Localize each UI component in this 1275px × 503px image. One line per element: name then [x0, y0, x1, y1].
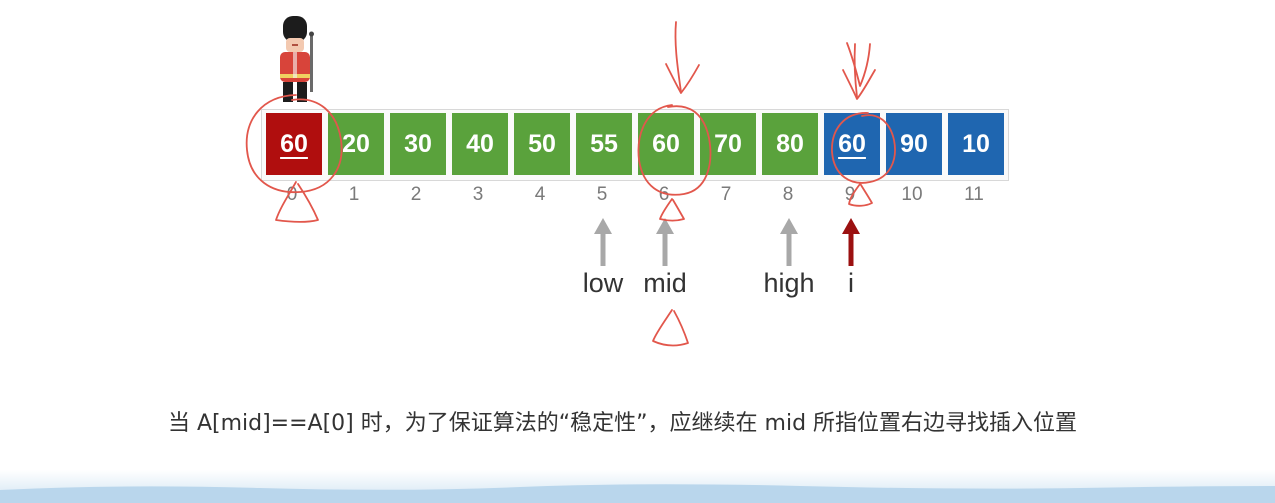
pointer-arrow-i: [842, 218, 860, 266]
array-cell-9: 60: [824, 113, 880, 175]
index-label-9: 9: [844, 184, 856, 205]
array-cell-value: 90: [900, 129, 928, 158]
index-label-3: 3: [472, 184, 484, 205]
index-label-10: 10: [901, 184, 923, 205]
index-label-7: 7: [720, 184, 732, 205]
array-cell-value: 55: [590, 129, 618, 158]
array-cell-6: 60: [638, 113, 694, 175]
array-cell-11: 10: [948, 113, 1004, 175]
array-cell-value: 50: [528, 129, 556, 158]
guard-sentinel-icon: [280, 16, 314, 102]
array-cell-value: 60: [838, 129, 866, 158]
array-cell-value: 60: [280, 129, 308, 158]
array-cell-value: 80: [776, 129, 804, 158]
index-label-4: 4: [534, 184, 546, 205]
array-cell-10: 90: [886, 113, 942, 175]
bottom-blue-strip: [0, 470, 1275, 503]
array-cell-7: 70: [700, 113, 756, 175]
index-label-0: 0: [286, 184, 298, 205]
array-cell-value: 30: [404, 129, 432, 158]
array-cell-value: 20: [342, 129, 370, 158]
pointer-label-low: low: [582, 268, 624, 298]
index-row: 0 1 2 3 4 5 6 7 8 9 10 11: [261, 184, 1005, 206]
index-label-1: 1: [348, 184, 360, 205]
index-label-6: 6: [658, 184, 670, 205]
array-cell-value: 10: [962, 129, 990, 158]
array-cell-5: 55: [576, 113, 632, 175]
array-cell-0: 60: [266, 113, 322, 175]
pointer-label-mid: mid: [643, 268, 687, 298]
caption-text: 当 A[mid]==A[0] 时，为了保证算法的“稳定性”，应继续在 mid 所…: [167, 411, 1078, 436]
pointer-label-high: high: [763, 268, 815, 298]
index-label-11: 11: [964, 184, 984, 205]
array-cell-value: 40: [466, 129, 494, 158]
array-cell-value: 70: [714, 129, 742, 158]
pointer-arrow-high: [780, 218, 798, 266]
pointer-arrow-mid: [656, 218, 674, 266]
array-row: 60 20 30 40 50 55 60 70 80 60 90 10: [261, 109, 1009, 181]
array-cell-4: 50: [514, 113, 570, 175]
array-cell-3: 40: [452, 113, 508, 175]
index-label-2: 2: [410, 184, 422, 205]
index-label-5: 5: [596, 184, 608, 205]
index-label-8: 8: [782, 184, 794, 205]
array-cell-1: 20: [328, 113, 384, 175]
pointer-label-i: i: [848, 268, 854, 298]
array-cell-2: 30: [390, 113, 446, 175]
array-cell-8: 80: [762, 113, 818, 175]
array-cell-value: 60: [652, 129, 680, 158]
pointer-arrow-low: [594, 218, 612, 266]
